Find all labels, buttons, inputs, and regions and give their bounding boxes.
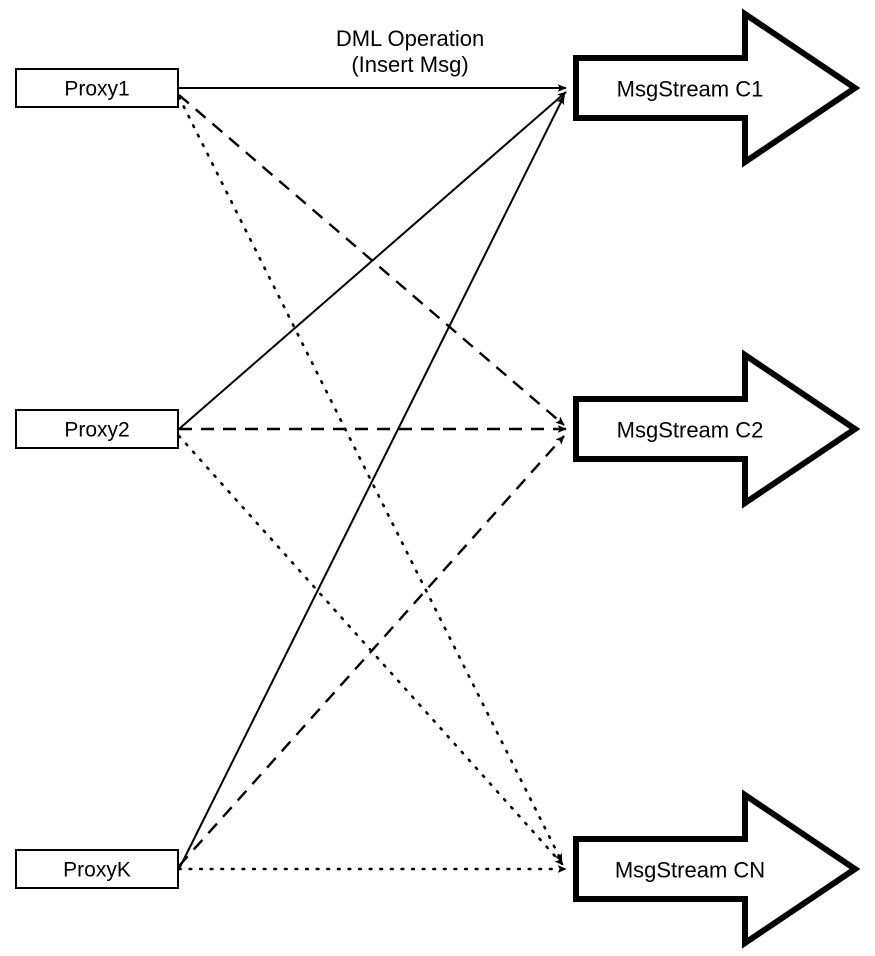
proxyk-box[interactable]	[15, 849, 179, 889]
proxy-node-proxy2[interactable]: Proxy2	[15, 409, 179, 449]
msgstream-c1-arrow-shape[interactable]	[573, 8, 861, 168]
msgstream-cn-label: MsgStream CN	[615, 858, 765, 883]
edge-label-line2: (Insert Msg)	[351, 52, 468, 77]
link-group	[177, 84, 568, 873]
msgstream-c2-label: MsgStream C2	[617, 418, 764, 443]
proxyk-label: ProxyK	[63, 859, 131, 882]
edge-label-dml-operation: DML Operation (Insert Msg)	[336, 26, 484, 77]
msgstream-cn-arrow-shape[interactable]	[573, 789, 861, 949]
proxy1-label: Proxy1	[64, 78, 129, 101]
stream-node-c2[interactable]: MsgStream C2	[573, 349, 861, 509]
stream-node-c1[interactable]: MsgStream C1	[573, 8, 861, 168]
msgstream-c2-arrow-shape[interactable]	[573, 349, 861, 509]
msgstream-c1-label: MsgStream C1	[617, 77, 764, 102]
proxy2-box[interactable]	[15, 409, 179, 449]
stream-node-cn[interactable]: MsgStream CN	[573, 789, 861, 949]
link-proxy1-to-cn[interactable]	[177, 95, 564, 864]
link-proxy2-to-cn[interactable]	[177, 434, 565, 867]
edge-label-line1: DML Operation	[336, 26, 484, 51]
proxy-node-proxy1[interactable]: Proxy1	[15, 68, 179, 108]
link-proxy1-to-c2[interactable]	[178, 94, 565, 426]
proxy1-box[interactable]	[15, 68, 179, 108]
link-proxyk-to-c1[interactable]	[178, 95, 565, 870]
proxy-node-proxyk[interactable]: ProxyK	[15, 849, 179, 889]
proxy2-label: Proxy2	[64, 419, 129, 442]
